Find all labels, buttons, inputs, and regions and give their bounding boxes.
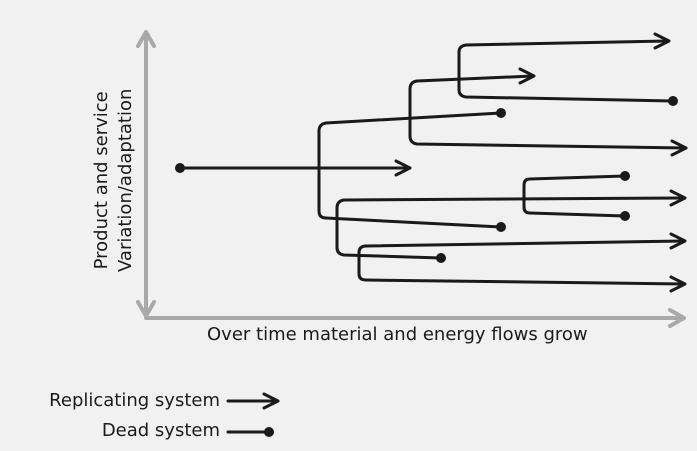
dead-dot (436, 253, 446, 263)
y-axis-label: Product and service Variation/adaptation (90, 89, 138, 272)
branch-6 (357, 232, 687, 293)
legend-replicating-symbol (226, 392, 280, 410)
arrowhead-icon (669, 275, 687, 293)
dead-dot (620, 171, 630, 181)
dead-dot (668, 96, 678, 106)
arrowhead-icon (262, 392, 280, 410)
y-axis-label-line1: Product and service (91, 91, 112, 270)
x-axis-label: Over time material and energy flows grow (207, 324, 588, 345)
arrowhead-icon (518, 67, 536, 85)
legend-dead-label: Dead system (101, 420, 220, 441)
dead-dot (496, 108, 506, 118)
y-axis (136, 30, 156, 318)
dead-dot (620, 211, 630, 221)
origin-branch (175, 159, 412, 177)
branch-2 (408, 67, 688, 157)
branch-4 (335, 189, 687, 263)
legend-replicating-label: Replicating system (49, 390, 220, 411)
arrowhead-icon (653, 32, 671, 50)
y-axis-label-line2: Variation/adaptation (115, 88, 136, 272)
branch-3 (457, 32, 678, 106)
x-axis (144, 308, 686, 328)
dead-dot (264, 427, 274, 437)
arrowhead-icon (669, 232, 687, 250)
branch-1 (317, 108, 506, 232)
legend-dead-symbol (226, 427, 274, 437)
branch-5 (522, 171, 630, 221)
arrowhead-icon (670, 139, 688, 157)
arrowhead-icon (669, 189, 687, 207)
dead-dot (496, 222, 506, 232)
arrowhead-icon (394, 159, 412, 177)
